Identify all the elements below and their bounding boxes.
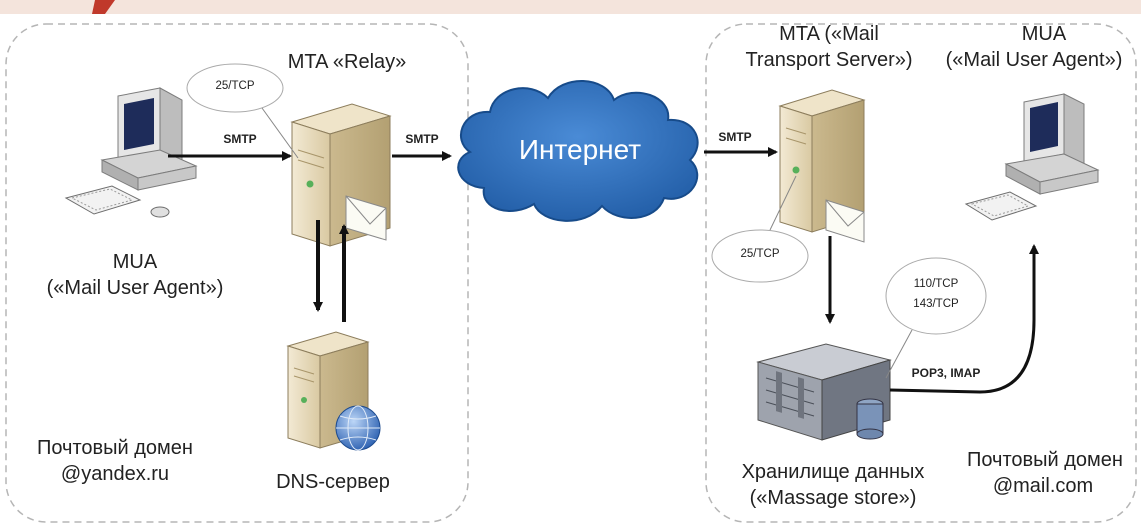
left-client-pc-icon [64,87,198,218]
port-bubble-mta [711,229,809,283]
dns-server-label: DNS-сервер [276,471,390,493]
pop-imap-label: POP3, IMAP [911,366,981,380]
left-client-full-name: («Mail User Agent») [46,277,224,299]
globe-icon [335,405,381,451]
right-client-full-name: («Mail User Agent») [945,49,1123,71]
top-strip [0,0,1141,14]
right-domain-address: @mail.com [992,475,1094,497]
red-mark [92,0,115,14]
store-subtitle: («Massage store») [749,487,917,509]
internet-cloud-icon [457,80,699,222]
relay-envelope-icon [345,195,387,241]
relay-title: MTA «Relay» [287,51,407,73]
right-client-pc-icon [964,93,1100,221]
port-bubble-relay [186,63,284,113]
left-domain-boundary [5,23,469,523]
mta-envelope-icon [825,199,865,243]
internet-label: Интернет [518,134,642,165]
smtp-label-3: SMTP [718,130,752,144]
port-pop-label: 110/TCP [913,278,959,290]
port-mta-label: 25/TCP [740,248,780,260]
smtp-label-2: SMTP [405,132,439,146]
mta-server-icon [778,89,866,233]
smtp-label-1: SMTP [223,132,257,146]
port-relay-label: 25/TCP [215,80,255,92]
mta-title-line2: Transport Server») [745,49,913,71]
mta-title-line1: MTA («Mail [779,23,879,45]
left-client-name: MUA [112,251,158,273]
left-domain-title: Почтовый домен [37,437,193,459]
port-imap-label: 143/TCP [913,298,959,310]
data-store-icon [756,343,892,441]
right-domain-boundary [705,23,1137,523]
right-client-name: MUA [1021,23,1067,45]
left-domain-address: @yandex.ru [60,463,170,485]
arrow-store-to-client [889,244,1039,394]
port-bubble-store [885,257,987,335]
store-title: Хранилище данных [741,461,925,483]
right-domain-title: Почтовый домен [967,449,1123,471]
